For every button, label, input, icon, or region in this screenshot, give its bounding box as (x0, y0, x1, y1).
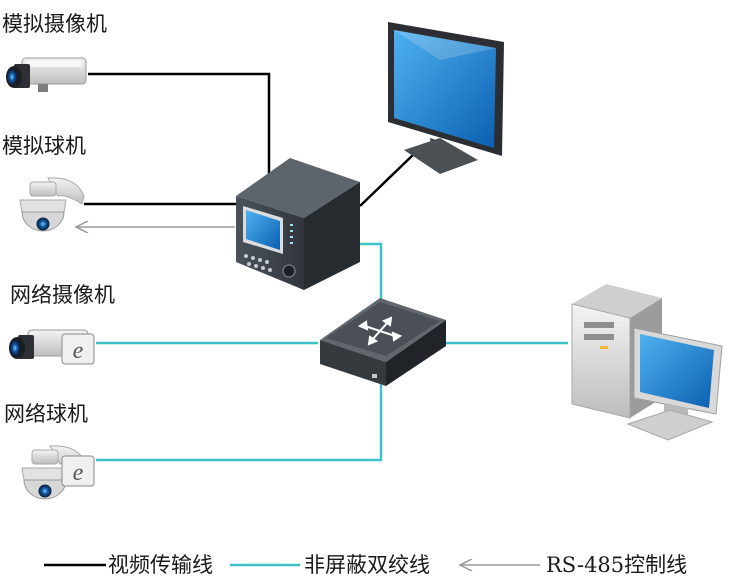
legend-utp-label: 非屏蔽双绞线 (304, 553, 430, 577)
analog-dome-icon (19, 177, 85, 232)
legend-video-label: 视频传输线 (108, 553, 213, 577)
network-camera-icon: e (9, 329, 95, 365)
monitor-icon (388, 22, 504, 174)
video-line-analog-camera (88, 72, 271, 180)
network-dome-label: 网络球机 (4, 402, 88, 426)
analog-camera-icon (6, 57, 87, 92)
analog-camera-label: 模拟摄像机 (2, 12, 107, 36)
utp-line-network-dome (96, 384, 383, 462)
analog-dome-label: 模拟球机 (2, 134, 86, 158)
network-camera-label: 网络摄像机 (10, 283, 115, 307)
legend: 视频传输线 非屏蔽双绞线 RS-485控制线 (0, 552, 729, 580)
video-line-monitor (359, 153, 415, 207)
pc-icon (571, 284, 723, 441)
legend-rs485-label: RS-485控制线 (546, 553, 688, 577)
utp-line-dvr-switch (358, 242, 383, 302)
dvr-icon (236, 158, 360, 290)
connection-lines (76, 72, 568, 462)
network-dome-icon: e (21, 445, 95, 500)
network-e-logo-icon: e (73, 460, 84, 486)
network-switch-icon (320, 298, 446, 386)
switch-arrows-icon (357, 316, 403, 346)
network-e-logo-icon: e (73, 338, 84, 364)
